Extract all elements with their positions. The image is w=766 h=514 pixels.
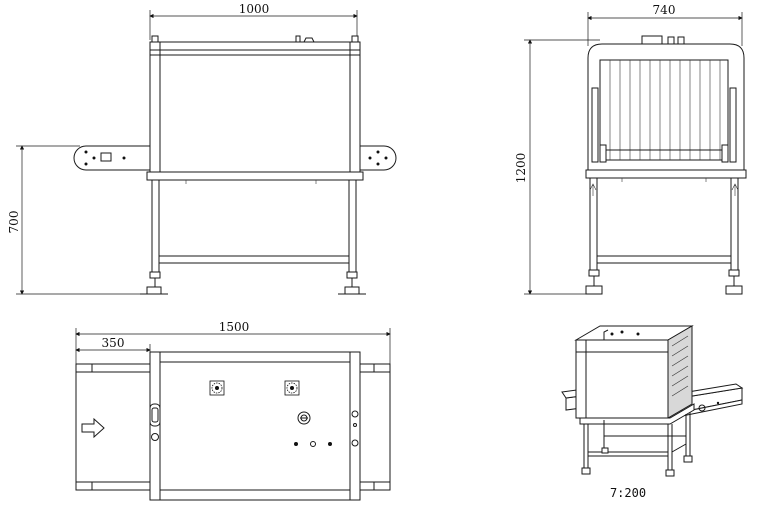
front-width-label: 1000 <box>239 2 270 16</box>
top-offset-dimension: 350 <box>75 336 151 364</box>
front-height-dimension: 700 <box>7 145 150 295</box>
control-button-3 <box>328 442 332 446</box>
front-leg-right <box>348 179 357 273</box>
front-width-dimension: 1000 <box>149 2 358 40</box>
curtain-strips <box>609 60 721 160</box>
side-base-plate <box>585 169 747 179</box>
iso-scale-label: 7:200 <box>610 486 646 500</box>
fan-right-icon <box>284 380 300 396</box>
top-view: 1500 350 <box>75 320 391 501</box>
key-switch-icon <box>297 411 311 425</box>
isometric-view: 7:200 <box>561 325 744 500</box>
top-offset-label: 350 <box>102 336 125 350</box>
front-cabinet <box>149 41 361 177</box>
side-width-dimension: 740 <box>587 3 743 46</box>
indicator-right-top <box>351 410 359 418</box>
front-base-plate <box>146 171 364 181</box>
front-height-label: 700 <box>7 211 21 234</box>
front-view: 1000 700 <box>7 2 397 295</box>
side-width-label: 740 <box>653 3 676 17</box>
side-height-dimension: 1200 <box>514 39 600 295</box>
side-leg-left <box>589 177 598 271</box>
top-length-dimension: 1500 <box>75 320 391 364</box>
indicator-left <box>151 433 159 441</box>
iso-cabinet-side <box>667 325 693 419</box>
control-button-1 <box>294 442 298 446</box>
top-cabinet <box>149 351 361 501</box>
top-length-label: 1500 <box>219 320 250 334</box>
side-view: 740 1200 <box>514 3 747 295</box>
front-leg-left <box>151 179 160 273</box>
side-lead-curtain <box>599 59 729 161</box>
side-top-fitting <box>641 35 663 45</box>
side-height-label: 1200 <box>514 153 528 184</box>
front-belt-label-plate <box>100 152 112 162</box>
fan-left-icon <box>209 380 225 396</box>
front-crossbar <box>158 255 350 264</box>
control-button-2 <box>310 441 316 447</box>
direction-arrow-icon <box>81 417 105 439</box>
side-leg-right <box>730 177 739 271</box>
